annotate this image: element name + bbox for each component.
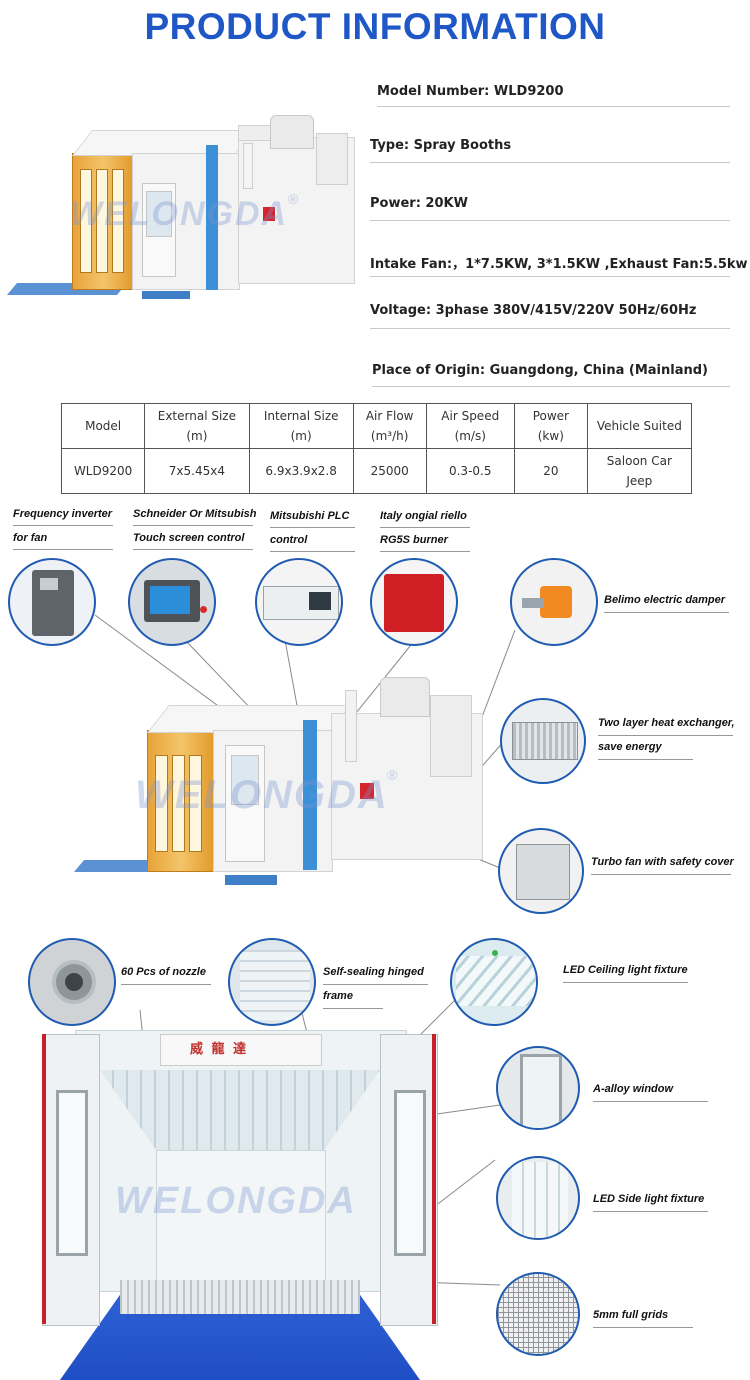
spec-model-number: Model Number: WLD9200 xyxy=(377,84,564,99)
callout-turbo-fan: Turbo fan with safety cover xyxy=(591,856,734,868)
divider xyxy=(121,984,211,985)
table-cell: 20 xyxy=(513,448,588,494)
callout-damper: Belimo electric damper xyxy=(604,594,726,606)
booth-interior-image: 威 龍 達 WELONGDA xyxy=(20,1030,460,1380)
divider xyxy=(593,1327,693,1328)
burner-image xyxy=(370,558,458,646)
divider xyxy=(133,549,253,550)
divider xyxy=(270,551,355,552)
divider xyxy=(13,525,113,526)
divider xyxy=(593,1101,708,1102)
divider xyxy=(604,612,729,613)
callout-nozzle: 60 Pcs of nozzle xyxy=(121,966,206,978)
table-header-cell: Air Speed(m/s) xyxy=(425,403,515,449)
table-cell: 6.9x3.9x2.8 xyxy=(248,448,354,494)
divider xyxy=(380,527,470,528)
hinged-frame-image xyxy=(228,938,316,1026)
ceiling-light-image xyxy=(450,938,538,1026)
table-header-cell: Model xyxy=(60,403,146,449)
table-cell: 7x5.45x4 xyxy=(144,448,250,494)
callout-side-light: LED Side light fixture xyxy=(593,1193,705,1205)
table-header-row: Model External Size(m) Internal Size(m) … xyxy=(60,403,693,449)
divider xyxy=(380,551,470,552)
callout-heat-exchanger: Two layer heat exchanger,save energy xyxy=(598,717,735,753)
divider xyxy=(591,874,731,875)
spec-voltage: Voltage: 3phase 380V/415V/220V 50Hz/60Hz xyxy=(370,303,697,318)
spec-table: Model External Size(m) Internal Size(m) … xyxy=(60,403,693,494)
divider xyxy=(13,549,113,550)
table-cell: WLD9200 xyxy=(60,448,146,494)
grids-image xyxy=(496,1272,580,1356)
callout-grids: 5mm full grids xyxy=(593,1309,669,1321)
side-light-image xyxy=(496,1156,580,1240)
divider xyxy=(370,328,730,329)
divider xyxy=(563,982,688,983)
table-header-cell: Internal Size(m) xyxy=(248,403,354,449)
divider xyxy=(370,276,730,277)
divider xyxy=(377,106,730,107)
table-header-cell: Air Flow(m³/h) xyxy=(352,403,427,449)
turbo-fan-image xyxy=(498,828,584,914)
brand-watermark: WELONGDA xyxy=(70,195,289,233)
brand-watermark: WELONGDA xyxy=(135,773,389,817)
divider xyxy=(598,735,733,736)
table-cell: 25000 xyxy=(352,448,427,494)
divider xyxy=(372,386,730,387)
spec-fans: Intake Fan:，1*7.5KW, 3*1.5KW ,Exhaust Fa… xyxy=(370,257,748,272)
heat-exchanger-image xyxy=(500,698,586,784)
registered-mark: ® xyxy=(288,191,301,207)
plc-image xyxy=(255,558,343,646)
table-cell: 0.3-0.5 xyxy=(425,448,515,494)
spray-booth-diagram: WELONGDA ® xyxy=(73,665,495,895)
divider xyxy=(323,984,428,985)
alloy-window-image xyxy=(496,1046,580,1130)
touch-screen-image xyxy=(128,558,216,646)
registered-mark: ® xyxy=(387,767,400,783)
brand-sign: 威 龍 達 xyxy=(190,1042,249,1057)
divider xyxy=(370,220,730,221)
spray-booth-image: WELONGDA ® xyxy=(6,95,365,310)
inverter-image xyxy=(8,558,96,646)
nozzle-image xyxy=(28,938,116,1026)
brand-watermark: WELONGDA xyxy=(115,1180,357,1222)
divider xyxy=(133,525,253,526)
spec-type: Type: Spray Booths xyxy=(370,138,512,153)
table-header-cell: Vehicle Suited xyxy=(586,403,693,449)
spec-power: Power: 20KW xyxy=(370,196,468,211)
divider xyxy=(323,1008,383,1009)
damper-image xyxy=(510,558,598,646)
divider xyxy=(598,759,693,760)
divider xyxy=(270,527,355,528)
spec-origin: Place of Origin: Guangdong, China (Mainl… xyxy=(372,363,708,378)
table-row: WLD9200 7x5.45x4 6.9x3.9x2.8 25000 0.3-0… xyxy=(60,448,693,494)
divider xyxy=(370,162,730,163)
divider xyxy=(593,1211,708,1212)
callout-alloy-window: A-alloy window xyxy=(593,1083,674,1095)
page-title: PRODUCT INFORMATION xyxy=(144,6,606,47)
callout-ceiling-light: LED Ceiling light fixture xyxy=(563,964,688,976)
table-header-cell: External Size(m) xyxy=(144,403,250,449)
